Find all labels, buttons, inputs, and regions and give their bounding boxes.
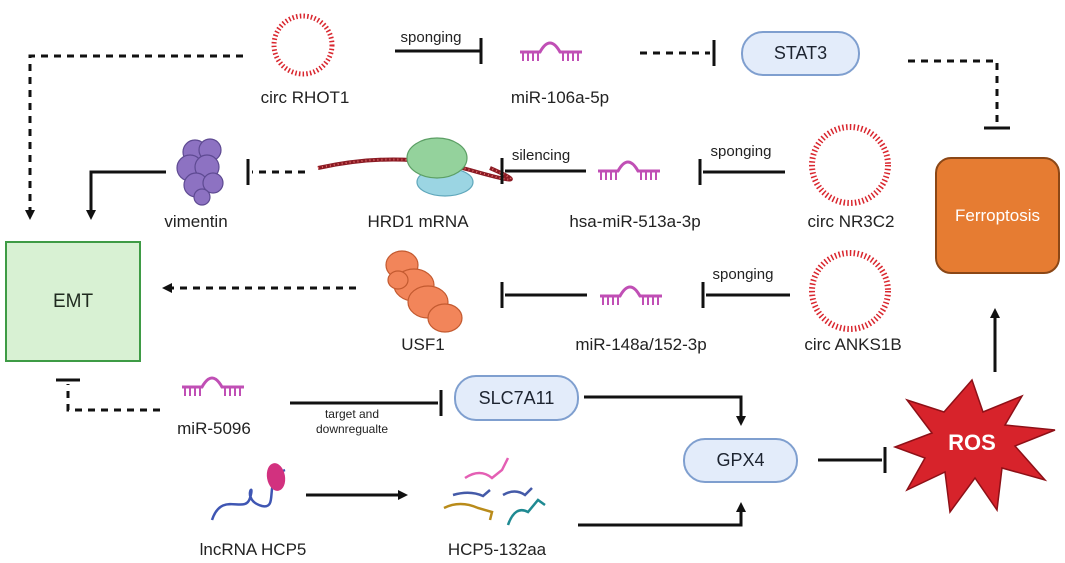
lncrna-hcp5-icon: [210, 463, 286, 521]
circ-anks1b-label: circ ANKS1B: [804, 335, 902, 354]
hrd1-label: HRD1 mRNA: [367, 212, 469, 231]
slc7a11-pill: SLC7A11: [454, 375, 579, 421]
ferroptosis-box: Ferroptosis: [935, 157, 1060, 274]
silencing-label: silencing: [511, 147, 571, 164]
edge-mir513a-hrd1: [500, 158, 586, 184]
edge-gpx4-ros: [818, 447, 887, 473]
circ-rhot1-icon: [271, 13, 335, 77]
edge-mir148a-usf1: [500, 282, 587, 308]
edge-stat3-ferroptosis: [908, 59, 1010, 130]
usf1-icon: [385, 250, 463, 333]
mir-148a-label: miR-148a/152-3p: [575, 335, 707, 354]
edge-mir5096-slc7a11: [290, 390, 443, 416]
edge-slc7a11-gpx4: [584, 395, 746, 426]
stat3-pill: STAT3: [741, 31, 860, 76]
sponging-label-mid: sponging: [710, 143, 772, 160]
mir-106a-icon: [518, 41, 584, 63]
vimentin-icon: [176, 138, 224, 206]
circ-nr3c2-icon: [809, 124, 891, 206]
edge-nr3c2-mir513a: [698, 159, 785, 185]
mir-5096-label: miR-5096: [177, 419, 251, 438]
ros-label: ROS: [948, 430, 996, 455]
edge-hrd1-vimentin: [246, 159, 305, 185]
edge-mir5096-emt: [56, 378, 160, 412]
edge-rhot1-mir106a: [395, 38, 483, 64]
edge-mir106a-stat3: [640, 40, 716, 66]
mir-148a-icon: [598, 285, 664, 307]
sponging-label-top: sponging: [400, 29, 462, 46]
hrd1-mrna-icon: [317, 137, 513, 197]
circ-nr3c2-label: circ NR3C2: [807, 212, 895, 231]
hsa-mir-513a-label: hsa-miR-513a-3p: [569, 212, 701, 231]
lncrna-hcp5-label: lncRNA HCP5: [199, 540, 307, 559]
edge-vimentin-emt: [86, 170, 166, 220]
vimentin-label: vimentin: [164, 212, 228, 231]
mir-5096-icon: [180, 376, 246, 398]
sponging-label-low: sponging: [712, 266, 774, 283]
hcp5-132aa-label: HCP5-132aa: [447, 540, 547, 559]
hsa-mir-513a-icon: [596, 160, 662, 182]
edge-anks1b-mir148a: [701, 282, 790, 308]
hcp5-132aa-icon: [443, 457, 546, 526]
target-downregulate-label: target and downregualte: [316, 407, 388, 437]
edge-peptide-gpx4: [578, 502, 746, 527]
mir-106a-label: miR-106a-5p: [510, 88, 610, 107]
usf1-label: USF1: [401, 335, 445, 354]
circ-rhot1-label: circ RHOT1: [260, 88, 350, 107]
ros-burst-icon: [892, 378, 1056, 514]
gpx4-pill: GPX4: [683, 438, 798, 483]
edge-rhot1-emt: [25, 54, 243, 220]
emt-box: EMT: [5, 241, 141, 362]
target-label-line1: target and: [324, 407, 380, 421]
target-label-line2: downregualte: [315, 422, 389, 436]
circ-anks1b-icon: [809, 250, 891, 332]
